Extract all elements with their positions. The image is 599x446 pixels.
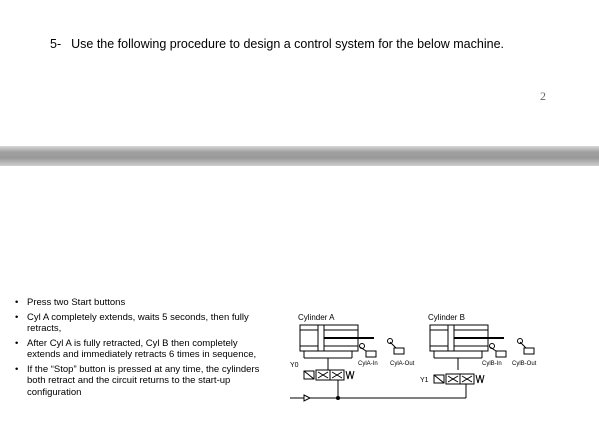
bullet-icon: • xyxy=(15,311,19,323)
cylinder-b xyxy=(429,324,504,370)
supply-line xyxy=(290,380,467,402)
procedure-step: •Cyl A completely extends, waits 5 secon… xyxy=(15,311,249,335)
procedure-step: •After Cyl A is fully retracted, Cyl B t… xyxy=(15,337,257,361)
bullet-icon: • xyxy=(15,363,19,375)
procedure-step: •Press two Start buttons xyxy=(15,297,126,308)
pneumatic-circuit-diagram: Cylinder A Cylinder B Y0 Y1 CylA-In CylA… xyxy=(290,313,537,402)
limit-switch-cyla-in xyxy=(359,343,377,358)
question: 5- Use the following procedure to design … xyxy=(50,37,504,51)
page-divider xyxy=(0,146,599,166)
limit-switch-cylb-in xyxy=(489,343,507,358)
label-cyla-out: CylA-Out xyxy=(390,361,415,367)
limit-switch-cylb-out xyxy=(517,338,535,355)
procedure-step: •If the “Stop” button is pressed at any … xyxy=(15,363,260,398)
question-number: 5- xyxy=(50,37,62,51)
bullet-icon: • xyxy=(15,297,19,308)
label-cyla-in: CylA-In xyxy=(358,361,378,367)
procedure-list: •Press two Start buttons •Cyl A complete… xyxy=(12,297,264,401)
valve-y0 xyxy=(303,369,355,381)
label-y1: Y1 xyxy=(420,377,429,384)
limit-switch-cyla-out xyxy=(387,338,405,355)
label-y0: Y0 xyxy=(290,362,299,369)
page-number: 2 xyxy=(540,89,546,103)
valve-y1 xyxy=(433,373,485,385)
bullet-icon: • xyxy=(15,337,19,349)
question-text: Use the following procedure to design a … xyxy=(71,37,504,51)
junction-dot xyxy=(336,396,340,400)
label-cylinder-a: Cylinder A xyxy=(298,313,335,322)
label-cylb-in: CylB-In xyxy=(482,361,502,367)
cylinder-a xyxy=(299,324,374,370)
label-cylinder-b: Cylinder B xyxy=(428,313,465,322)
label-cylb-out: CylB-Out xyxy=(512,361,537,367)
